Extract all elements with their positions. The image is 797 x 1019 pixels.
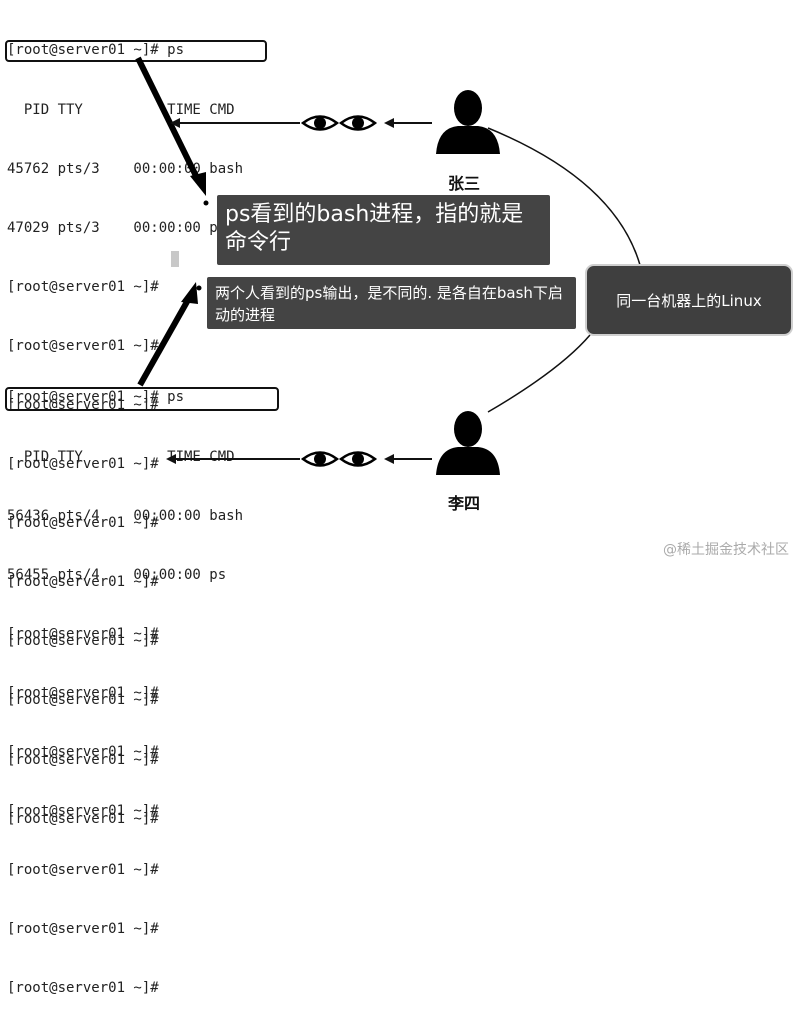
highlight-box-bottom (5, 387, 279, 411)
user-label-lisi: 李四 (448, 494, 481, 513)
terminal-prompt: [root@server01 ~]# (7, 456, 159, 473)
eye-icon (300, 115, 340, 131)
eye-icon (300, 451, 340, 467)
person-icon (436, 90, 500, 154)
terminal-prompt: [root@server01 ~]# (7, 980, 159, 997)
terminal-cursor (171, 251, 179, 267)
terminal-prompt: [root@server01 ~]# (7, 743, 159, 760)
terminal-prompt: [root@server01 ~]# (7, 684, 159, 701)
connector-curve (487, 127, 641, 266)
user-label-zhangsan: 张三 (448, 174, 481, 193)
pointer-top-to-callout (135, 56, 209, 206)
diagram-overlay (135, 56, 641, 475)
callout-different-processes: 两个人看到的ps输出，是不同的. 是各自在bash下启动的进程 (207, 277, 576, 329)
terminal-prompt: [root@server01 ~]# (7, 625, 159, 642)
terminal-prompt: [root@server01 ~]# (7, 862, 159, 879)
terminal-prompt: [root@server01 ~]# (7, 515, 159, 532)
terminal-prompt: [root@server01 ~]# (7, 921, 159, 938)
terminal-prompt: [root@server01 ~]# (7, 803, 159, 820)
terminal-bash-process: 56436 pts/4 00:00:00 bash (7, 507, 244, 524)
highlight-box-top (5, 40, 267, 62)
terminal-line: [root@server01 ~]# ps (7, 42, 185, 59)
terminal-prompt: [root@server01 ~]# (7, 396, 159, 413)
terminal-bash-process: 45762 pts/3 00:00:00 bash (7, 160, 244, 177)
eye-icon (338, 115, 378, 131)
terminal-line: 56455 pts/4 00:00:00 ps (7, 566, 227, 583)
terminal-line: [root@server01 ~]# ps (7, 389, 185, 406)
eye-icon (338, 451, 378, 467)
terminal-header: PID TTY TIME CMD (7, 101, 235, 118)
pointer-bottom-to-callout (137, 282, 202, 387)
terminal-prompt: [root@server01 ~]# (7, 278, 159, 295)
watermark: @稀土掘金技术社区 (663, 542, 789, 558)
callout-bash-is-shell: ps看到的bash进程，指的就是命令行 (217, 195, 550, 265)
terminal-prompt: [root@server01 ~]# (7, 337, 159, 354)
person-icon (436, 411, 500, 475)
linux-server-box: 同一台机器上的Linux (585, 264, 793, 336)
terminal-header: PID TTY TIME CMD (7, 448, 235, 465)
linux-server-label: 同一台机器上的Linux (616, 291, 762, 310)
terminal-top: [root@server01 ~]# ps PID TTY TIME CMD 4… (7, 2, 243, 849)
connector-curve (487, 334, 591, 413)
